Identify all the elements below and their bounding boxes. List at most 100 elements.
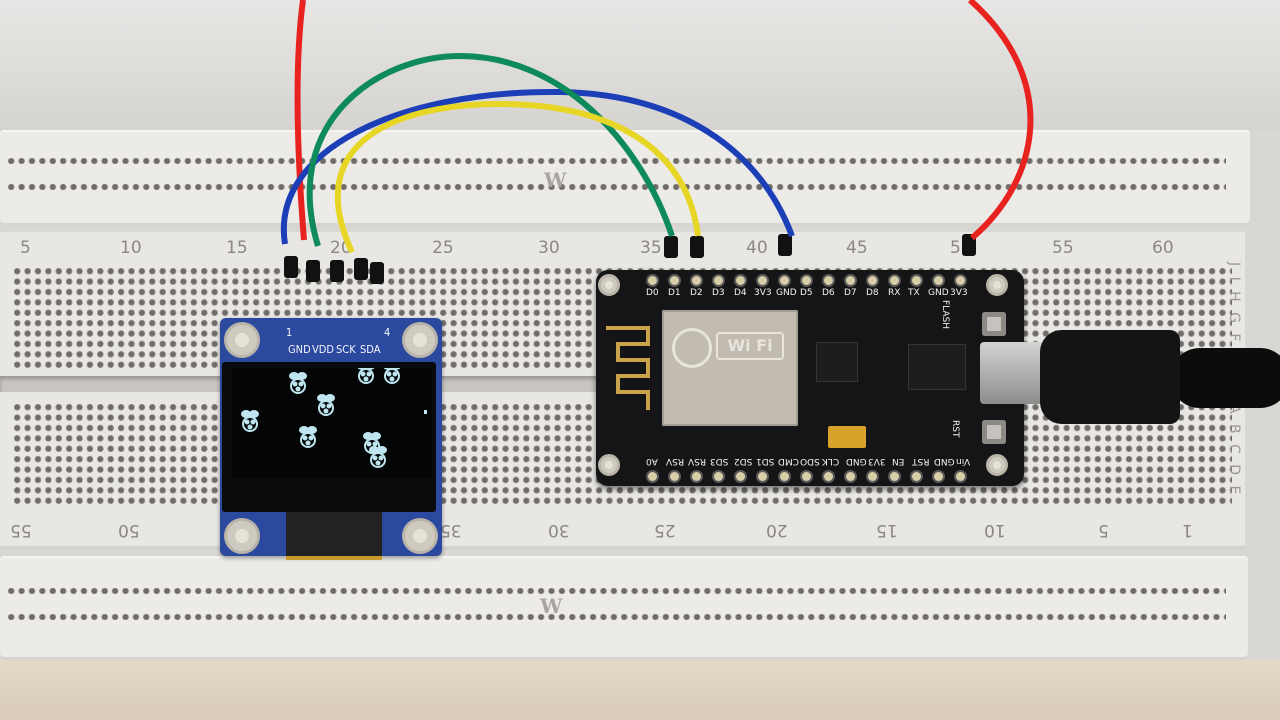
header-pin xyxy=(954,274,967,287)
rail-holes-bottom-2 xyxy=(6,612,1226,622)
mounting-hole xyxy=(598,454,620,476)
oled-display xyxy=(232,362,432,478)
header-pin xyxy=(712,274,725,287)
mounting-hole xyxy=(402,518,438,554)
green-wire xyxy=(306,52,675,247)
usb-cable xyxy=(1170,348,1280,408)
bottom-power-rail: W xyxy=(0,556,1248,660)
micro-usb-port xyxy=(980,342,1044,404)
mounting-hole xyxy=(224,518,260,554)
header-pin xyxy=(690,470,703,483)
usb-serial-chip xyxy=(908,344,966,390)
column-number: 10 xyxy=(120,238,142,258)
column-number: 30 xyxy=(538,238,560,258)
mounting-hole xyxy=(598,274,620,296)
header-pin xyxy=(800,470,813,483)
top-pin-label: D6 xyxy=(822,288,835,298)
rail-holes-bottom-1 xyxy=(6,586,1226,596)
top-pin-label: 3V3 xyxy=(950,288,968,298)
mounting-hole xyxy=(986,454,1008,476)
top-pin-label: D8 xyxy=(866,288,879,298)
oled-header-pin xyxy=(284,256,298,278)
header-pin xyxy=(822,470,835,483)
oled-pin-number: 1 xyxy=(286,326,293,339)
column-number: 45 xyxy=(846,238,868,258)
row-letters-lower: A B C D E xyxy=(1226,404,1242,498)
top-pin-label: D5 xyxy=(800,288,813,298)
rail-holes-top-2 xyxy=(6,182,1226,192)
column-number: 35 xyxy=(640,238,662,258)
rail-mark-top: W xyxy=(544,168,567,192)
oled-ribbon xyxy=(286,512,382,560)
top-pin-label: D4 xyxy=(734,288,747,298)
top-pin-label: D0 xyxy=(646,288,659,298)
top-pin-label: D3 xyxy=(712,288,725,298)
red-wire xyxy=(968,0,1034,241)
top-pin-label: GND xyxy=(776,288,797,298)
jumper-end xyxy=(778,234,792,256)
header-pin xyxy=(844,274,857,287)
oled-graphics xyxy=(241,362,427,468)
oled-header-pin xyxy=(330,260,344,282)
header-pin xyxy=(932,470,945,483)
table-surface xyxy=(0,660,1280,720)
column-number: 60 xyxy=(1152,238,1174,258)
module-logo-icon xyxy=(672,328,712,368)
header-pin xyxy=(888,470,901,483)
oled-pin-label: GND xyxy=(288,343,311,356)
usb-plug xyxy=(1040,330,1180,424)
header-pin xyxy=(910,470,923,483)
header-pin xyxy=(734,470,747,483)
flash-button[interactable] xyxy=(982,312,1006,336)
header-pin xyxy=(910,274,923,287)
oled-header-pin xyxy=(354,258,368,280)
oled-pin-label: VDD xyxy=(312,343,335,356)
jumper-end xyxy=(664,236,678,258)
header-pin xyxy=(822,274,835,287)
column-number: 55 xyxy=(1052,238,1074,258)
header-pin xyxy=(866,470,879,483)
top-pin-label: D2 xyxy=(690,288,703,298)
mounting-hole xyxy=(224,322,260,358)
header-pin xyxy=(778,274,791,287)
header-pin xyxy=(712,470,725,483)
header-pin xyxy=(646,274,659,287)
header-pin xyxy=(954,470,967,483)
oled-pixel xyxy=(424,410,427,414)
top-pin-label: D1 xyxy=(668,288,681,298)
oled-header-pin xyxy=(370,262,384,284)
header-pin xyxy=(734,274,747,287)
mounting-hole xyxy=(986,274,1008,296)
column-number: 15 xyxy=(226,238,248,258)
top-pin-label: 3V3 xyxy=(754,288,772,298)
top-pin-label: D7 xyxy=(844,288,857,298)
header-pin xyxy=(778,470,791,483)
header-pin xyxy=(800,274,813,287)
voltage-regulator xyxy=(816,342,858,382)
rail-mark-bottom: W xyxy=(540,594,563,618)
jumper-end xyxy=(690,236,704,258)
rail-holes-top-1 xyxy=(6,156,1226,166)
reset-button[interactable] xyxy=(982,420,1006,444)
top-pin-label: RX xyxy=(888,288,901,298)
column-number: 40 xyxy=(746,238,768,258)
wifi-logo: Wi Fi xyxy=(716,332,784,360)
red-wire xyxy=(294,0,307,241)
header-pin xyxy=(756,274,769,287)
top-pin-label: GND xyxy=(928,288,949,298)
oled-header-pin xyxy=(306,260,320,282)
header-pin xyxy=(932,274,945,287)
jumper-end xyxy=(962,234,976,256)
column-number: 25 xyxy=(432,238,454,258)
yellow-wire xyxy=(334,100,701,254)
header-pin xyxy=(646,470,659,483)
pcb-antenna xyxy=(606,326,650,410)
blue-wire xyxy=(280,88,795,245)
background-wall xyxy=(0,0,1280,130)
header-pin xyxy=(668,274,681,287)
top-pin-label: TX xyxy=(908,288,920,298)
oled-pin-label: SDA xyxy=(360,343,381,356)
header-pin xyxy=(668,470,681,483)
mounting-hole xyxy=(402,322,438,358)
